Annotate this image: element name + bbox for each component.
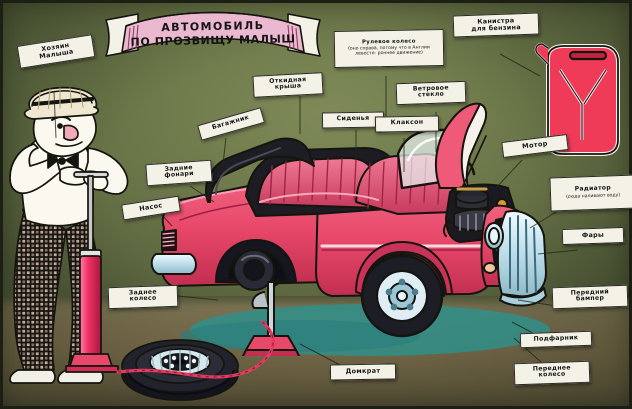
label-steering-wheel-title: Рулевое колесо <box>361 38 416 46</box>
character-owner <box>9 86 129 384</box>
label-front-wheel[interactable]: Переднее колесо <box>513 360 591 386</box>
label-rear-lights[interactable]: Задние фонари <box>145 159 213 187</box>
label-rear-wheel[interactable]: Заднее колесо <box>107 284 179 310</box>
label-windshield[interactable]: Ветровое стекло <box>395 80 467 106</box>
label-radiator[interactable]: Радиатор (сюда наливают воду) <box>549 174 632 212</box>
label-headlights[interactable]: Фары <box>561 226 625 245</box>
label-sidelight[interactable]: Подфарник <box>519 330 593 349</box>
fuel-canister <box>534 42 620 156</box>
banner-line-2: ПО ПРОЗВИЩУ МАЛЫШ <box>130 31 296 49</box>
car-illustration <box>150 102 547 356</box>
label-radiator-title: Радиатор <box>574 184 612 193</box>
label-radiator-note: (сюда наливают воду) <box>565 192 621 200</box>
label-horn[interactable]: Клаксон <box>374 115 440 133</box>
label-canister[interactable]: Канистра для бензина <box>452 12 540 38</box>
banner-text: АВТОМОБИЛЬ ПО ПРОЗВИЩУ МАЛЫШ <box>103 4 322 65</box>
label-steering-wheel-note: (оно справа, потому что в Англии левосто… <box>348 45 430 57</box>
title-banner: АВТОМОБИЛЬ ПО ПРОЗВИЩУ МАЛЫШ <box>104 6 322 62</box>
label-jack[interactable]: Домкрат <box>329 363 397 381</box>
label-folding-roof[interactable]: Откидная крыша <box>252 72 324 98</box>
banner-ribbon <box>105 11 321 57</box>
label-front-bumper[interactable]: Передний бампер <box>551 284 629 310</box>
label-steering-wheel[interactable]: Рулевое колесо (оно справа, потому что в… <box>333 29 445 69</box>
